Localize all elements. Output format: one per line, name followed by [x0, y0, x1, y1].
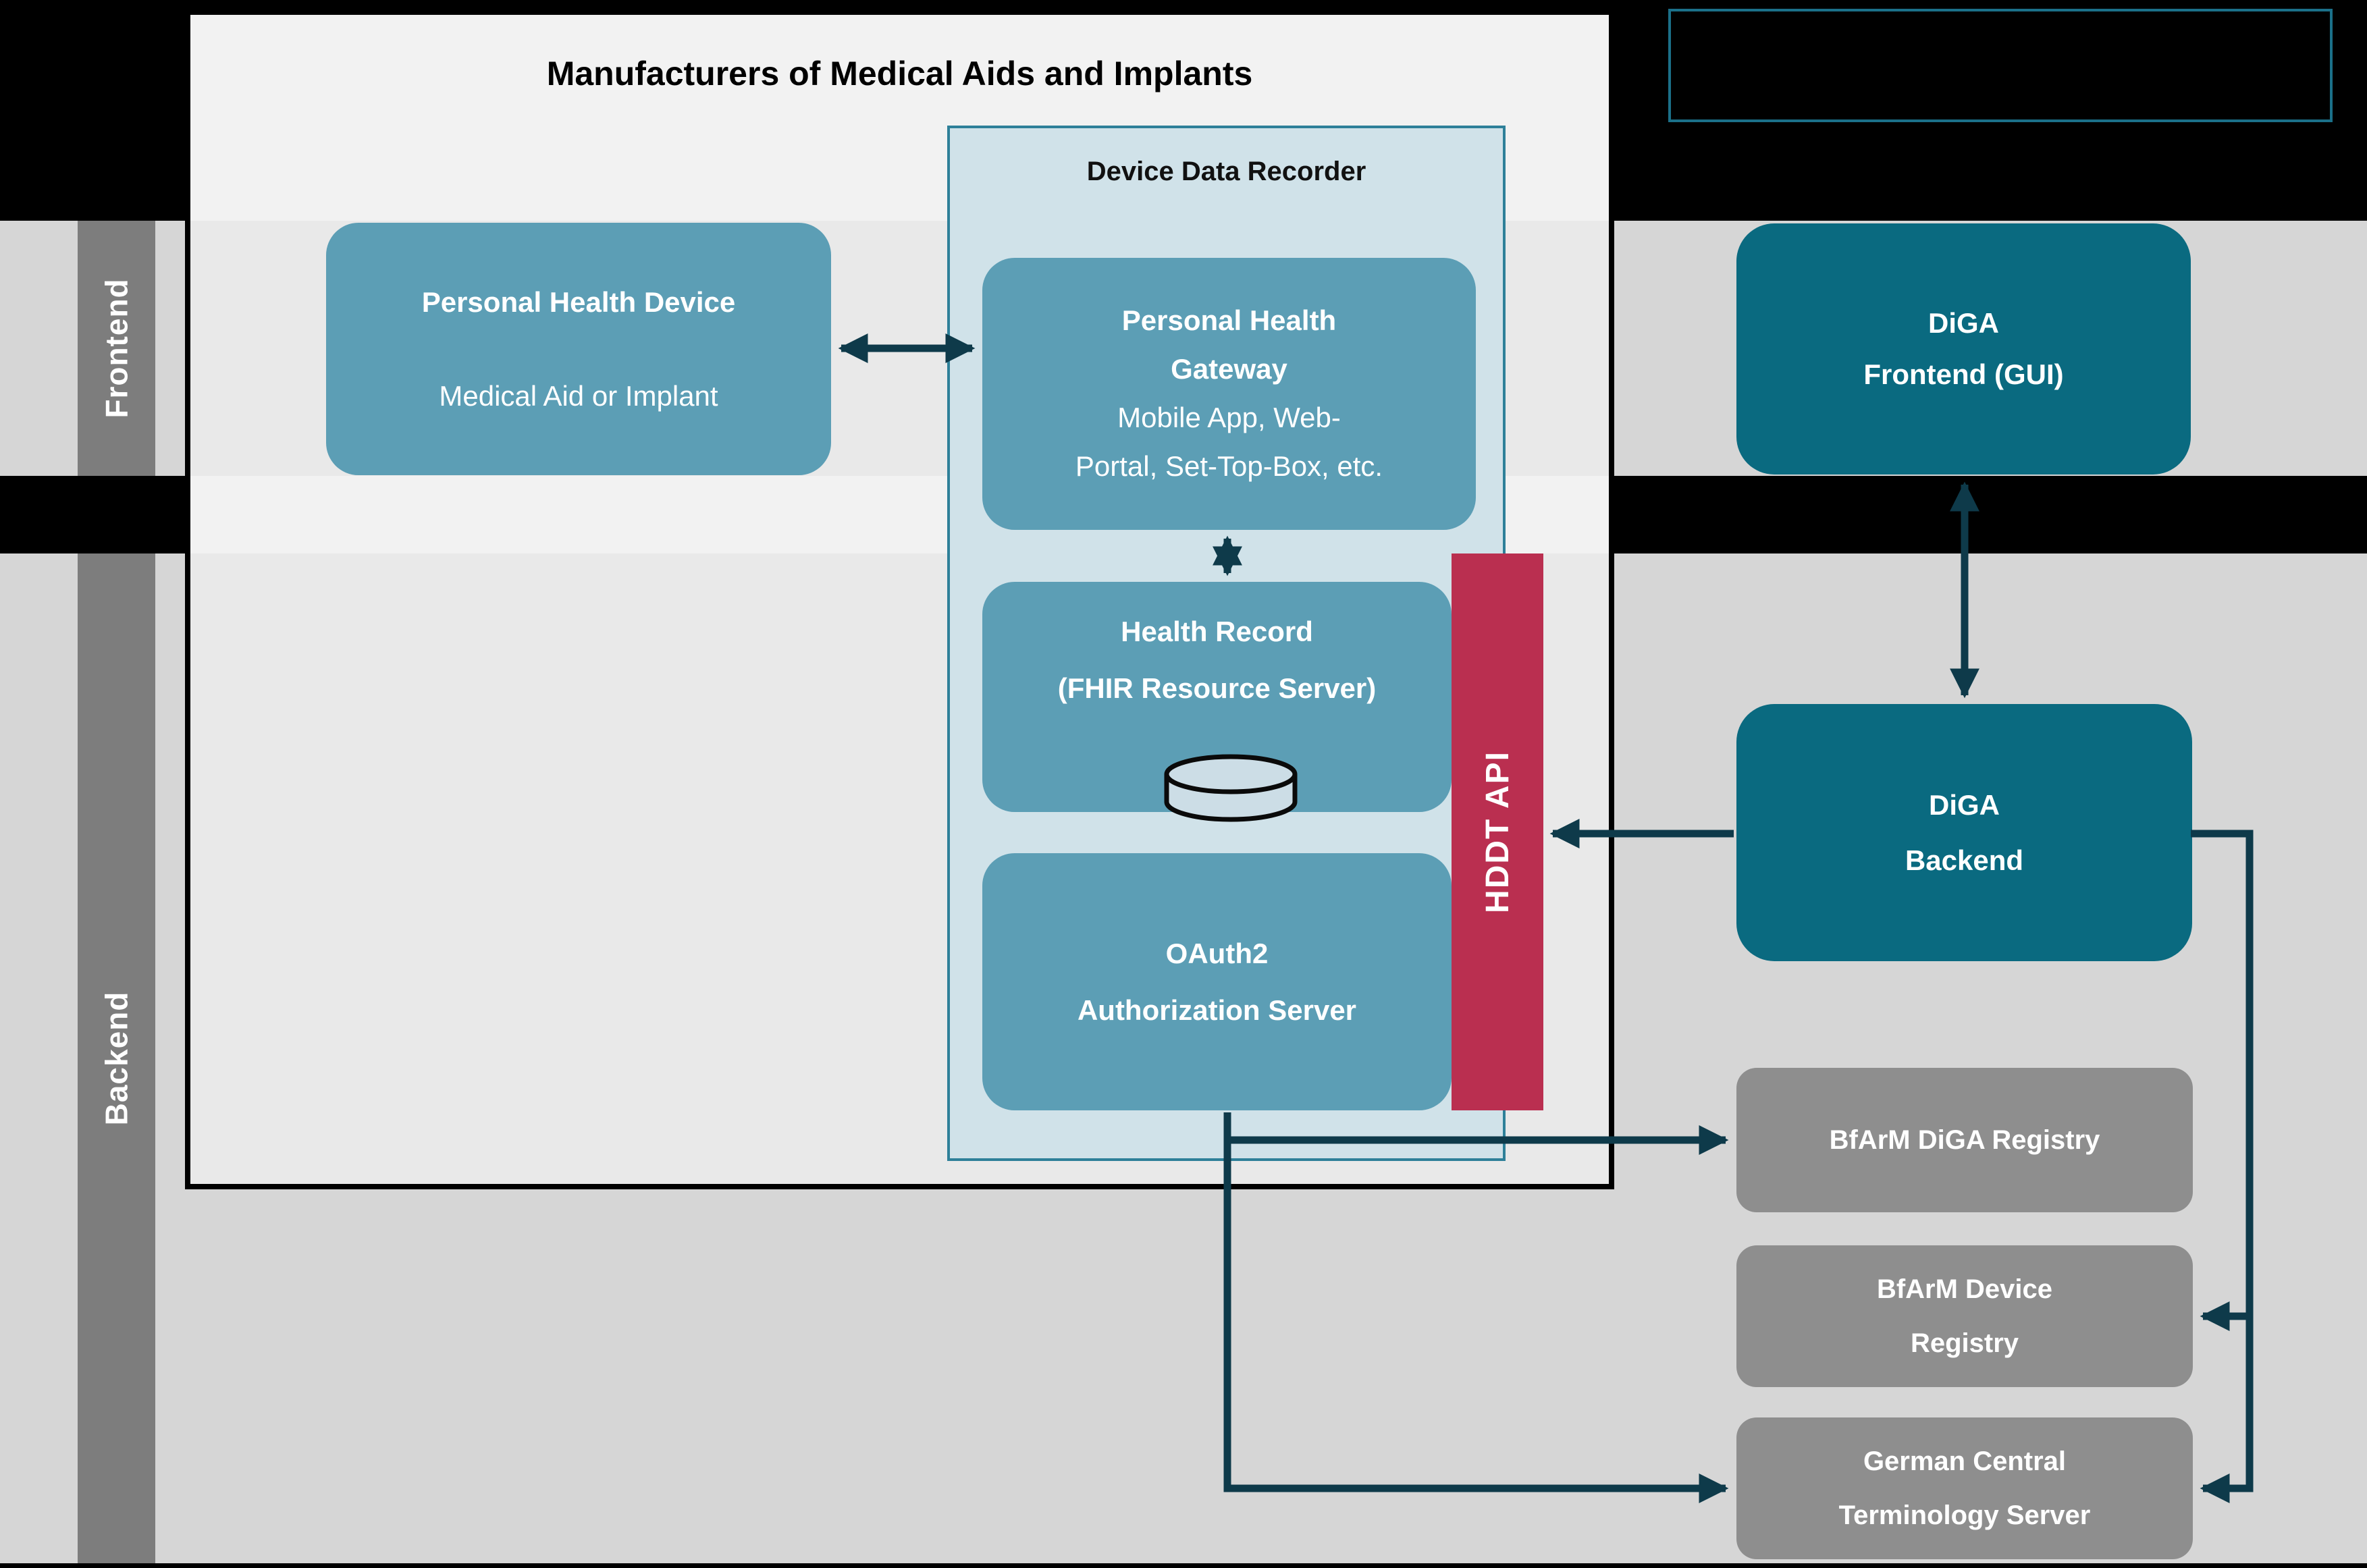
diga-backend-line1: DiGA [1929, 788, 2000, 821]
bfarm-device-registry-line1: BfArM Device [1876, 1274, 2053, 1304]
personal-health-device-subtitle: Medical Aid or Implant [439, 380, 718, 412]
oauth2-authorization-server-box: OAuth2 Authorization Server [982, 853, 1452, 1110]
diga-frontend-box: DiGA Frontend (GUI) [1736, 223, 2191, 475]
oauth2-line1: OAuth2 [1165, 937, 1269, 969]
legend-placeholder-box [1668, 9, 2333, 122]
device-data-recorder-title: Device Data Recorder [1086, 157, 1366, 186]
phg-title-line2: Gateway [1171, 353, 1287, 385]
personal-health-gateway-box: Personal Health Gateway Mobile App, Web-… [982, 258, 1476, 530]
personal-health-device-box: Personal Health Device Medical Aid or Im… [326, 223, 831, 475]
hddt-api-bar: HDDT API [1452, 553, 1543, 1110]
frontend-lane-label: Frontend [99, 278, 134, 418]
health-record-line2: (FHIR Resource Server) [1057, 672, 1377, 704]
bfarm-device-registry-box: BfArM Device Registry [1736, 1245, 2193, 1387]
bfarm-device-registry-line2: Registry [1910, 1328, 2019, 1358]
gcts-line2: Terminology Server [1838, 1501, 2091, 1530]
diga-backend-box: DiGA Backend [1736, 704, 2192, 961]
diga-frontend-line1: DiGA [1928, 307, 1999, 339]
health-record-box: Health Record (FHIR Resource Server) [982, 582, 1452, 812]
oauth2-line2: Authorization Server [1077, 994, 1357, 1026]
phg-body-line1: Mobile App, Web- [1117, 402, 1341, 433]
frontend-lane-bar: Frontend [78, 221, 155, 476]
bfarm-diga-registry-box: BfArM DiGA Registry [1736, 1068, 2193, 1212]
bfarm-diga-registry-label: BfArM DiGA Registry [1829, 1125, 2100, 1155]
personal-health-device-title: Personal Health Device [421, 286, 736, 318]
hddt-api-label: HDDT API [1479, 751, 1516, 913]
health-record-line1: Health Record [1121, 616, 1313, 647]
phg-title-line1: Personal Health [1121, 304, 1337, 336]
german-central-terminology-server-box: German Central Terminology Server [1736, 1417, 2193, 1559]
diga-frontend-line2: Frontend (GUI) [1863, 358, 2064, 390]
backend-lane-label: Backend [99, 991, 134, 1126]
gcts-line1: German Central [1863, 1447, 2067, 1476]
diga-backend-line2: Backend [1905, 844, 2024, 876]
backend-lane-bar: Backend [78, 553, 155, 1563]
phg-body-line2: Portal, Set-Top-Box, etc. [1075, 450, 1383, 482]
panel-title: Manufacturers of Medical Aids and Implan… [546, 55, 1253, 92]
